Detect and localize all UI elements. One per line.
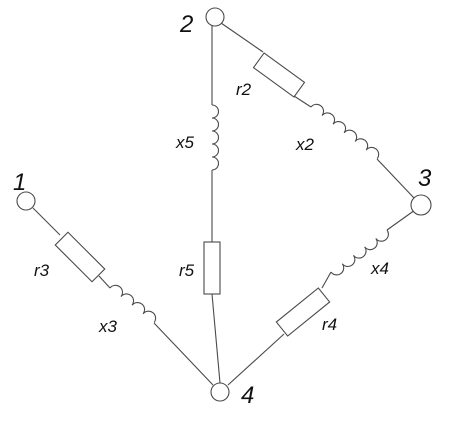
label-r2: r2 bbox=[236, 80, 252, 99]
resistor-r5 bbox=[203, 241, 221, 295]
resistor-r3 bbox=[54, 231, 106, 283]
wire-r4-4 bbox=[227, 333, 285, 386]
branch-2-3 bbox=[220, 22, 415, 199]
node-1-label: 1 bbox=[13, 169, 26, 196]
wire-x3-4 bbox=[153, 322, 214, 386]
branch-2-4 bbox=[203, 25, 221, 384]
inductor-x5 bbox=[211, 104, 220, 171]
wire-r3-x3 bbox=[98, 275, 111, 289]
node-4-terminal bbox=[210, 382, 230, 402]
label-x4: x4 bbox=[370, 259, 389, 278]
node-3-terminal bbox=[410, 194, 432, 216]
inductor-x4 bbox=[330, 229, 389, 276]
node-2-terminal bbox=[205, 7, 225, 27]
wire-r5-4 bbox=[211, 293, 221, 384]
wire-1-r3 bbox=[32, 207, 61, 236]
branch-1-4 bbox=[32, 207, 214, 386]
label-x2: x2 bbox=[295, 135, 315, 154]
wire-r2-x2 bbox=[293, 95, 312, 108]
label-r3: r3 bbox=[34, 261, 50, 280]
wire-x4-r4 bbox=[321, 271, 332, 289]
branch-3-4 bbox=[227, 209, 416, 386]
inductor-x3 bbox=[109, 284, 157, 323]
resistor-r2 bbox=[252, 52, 306, 98]
wire-3-x4 bbox=[386, 209, 416, 231]
label-x3: x3 bbox=[98, 317, 118, 336]
inductor-x2 bbox=[310, 103, 380, 160]
node-3-label: 3 bbox=[418, 165, 432, 192]
label-r4: r4 bbox=[322, 315, 337, 334]
wire-2-r2 bbox=[220, 22, 264, 53]
node-2-label: 2 bbox=[179, 11, 193, 38]
wire-x2-3 bbox=[376, 158, 415, 199]
resistor-r4 bbox=[275, 287, 331, 337]
node-1-terminal bbox=[16, 191, 36, 211]
label-x5: x5 bbox=[175, 133, 195, 152]
label-r5: r5 bbox=[179, 261, 195, 280]
node-4-label: 4 bbox=[241, 382, 254, 409]
